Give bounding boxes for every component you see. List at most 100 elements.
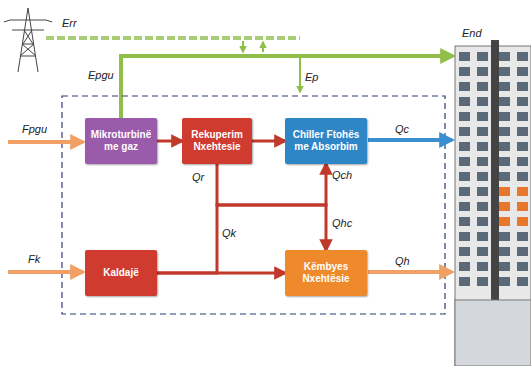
window (477, 112, 488, 121)
window (517, 202, 528, 211)
window (459, 247, 470, 256)
window (477, 262, 488, 271)
window (517, 187, 528, 196)
window (499, 82, 510, 91)
box-label: Mikroturbinë me gaz (90, 129, 152, 153)
window (517, 247, 528, 256)
window (459, 112, 470, 121)
window (477, 232, 488, 241)
window (477, 277, 488, 286)
window (499, 217, 510, 226)
heat-flow-connector (217, 164, 326, 250)
window (477, 142, 488, 151)
system-boundary (62, 96, 445, 314)
window (459, 82, 470, 91)
window (477, 67, 488, 76)
window (499, 247, 510, 256)
window (517, 142, 528, 151)
window (477, 217, 488, 226)
window (499, 127, 510, 136)
window (477, 172, 488, 181)
window (459, 202, 470, 211)
box-label: Kaldajë (103, 267, 139, 279)
window (517, 172, 528, 181)
heat-flow-connector (157, 272, 285, 275)
window (459, 52, 470, 61)
box-label: Rekuperim Nxehtesie (187, 129, 247, 153)
energy-label: Epgu (88, 70, 114, 81)
heating-arrow (368, 270, 452, 274)
recovery-box: Rekuperim Nxehtesie (182, 118, 252, 164)
building (455, 40, 531, 366)
heat-flow-connector (157, 140, 182, 143)
window (459, 142, 470, 151)
window (499, 232, 510, 241)
window (477, 127, 488, 136)
window (459, 67, 470, 76)
fuel-arrow (8, 140, 83, 144)
window (499, 172, 510, 181)
window (499, 157, 510, 166)
boiler-box: Kaldajë (85, 250, 157, 296)
window (459, 127, 470, 136)
fuel-label: Fk (28, 254, 40, 265)
window (459, 262, 470, 271)
window (459, 97, 470, 106)
window (499, 262, 510, 271)
window (477, 247, 488, 256)
window (459, 157, 470, 166)
window (459, 217, 470, 226)
heat-label: Qr (192, 172, 204, 183)
fuel-arrow (8, 270, 83, 274)
window (459, 232, 470, 241)
window (477, 157, 488, 166)
fuel-label: Fpgu (22, 124, 47, 135)
energy-label: Ep (305, 72, 318, 83)
window (499, 142, 510, 151)
cooling-arrow (368, 138, 452, 142)
window (477, 82, 488, 91)
window (517, 262, 528, 271)
heat-label: Qh (395, 256, 410, 267)
box-label: Këmbyes Nxehtësie (290, 261, 362, 285)
chiller-box: Chiller Ftohës me Absorbim (285, 118, 367, 164)
energy-label: End (462, 28, 482, 39)
window (499, 52, 510, 61)
window (517, 52, 528, 61)
grid-import-arrow (242, 41, 244, 52)
window (499, 67, 510, 76)
window (477, 97, 488, 106)
window (517, 232, 528, 241)
window (499, 187, 510, 196)
heat-label: Qc (395, 124, 409, 135)
parasitic-power-arrow (299, 58, 301, 92)
window (517, 97, 528, 106)
window (477, 187, 488, 196)
turbine-box: Mikroturbinë me gaz (85, 118, 157, 164)
window (517, 127, 528, 136)
power-pylon (4, 8, 52, 72)
heat-label: Qk (222, 228, 236, 239)
energy-label: Err (62, 18, 77, 29)
grid-line (46, 36, 300, 40)
window (499, 97, 510, 106)
window (459, 277, 470, 286)
window (459, 187, 470, 196)
heat-label: Qhc (332, 218, 352, 229)
box-label: Chiller Ftohës me Absorbim (290, 129, 362, 153)
window (499, 112, 510, 121)
window (517, 82, 528, 91)
window (517, 277, 528, 286)
heat-label: Qch (332, 170, 352, 181)
window (459, 172, 470, 181)
window (517, 67, 528, 76)
window (477, 52, 488, 61)
window (499, 202, 510, 211)
window (517, 112, 528, 121)
heat-flow-connector (252, 140, 285, 143)
window (517, 217, 528, 226)
grid-export-arrow (262, 42, 264, 52)
window (517, 157, 528, 166)
